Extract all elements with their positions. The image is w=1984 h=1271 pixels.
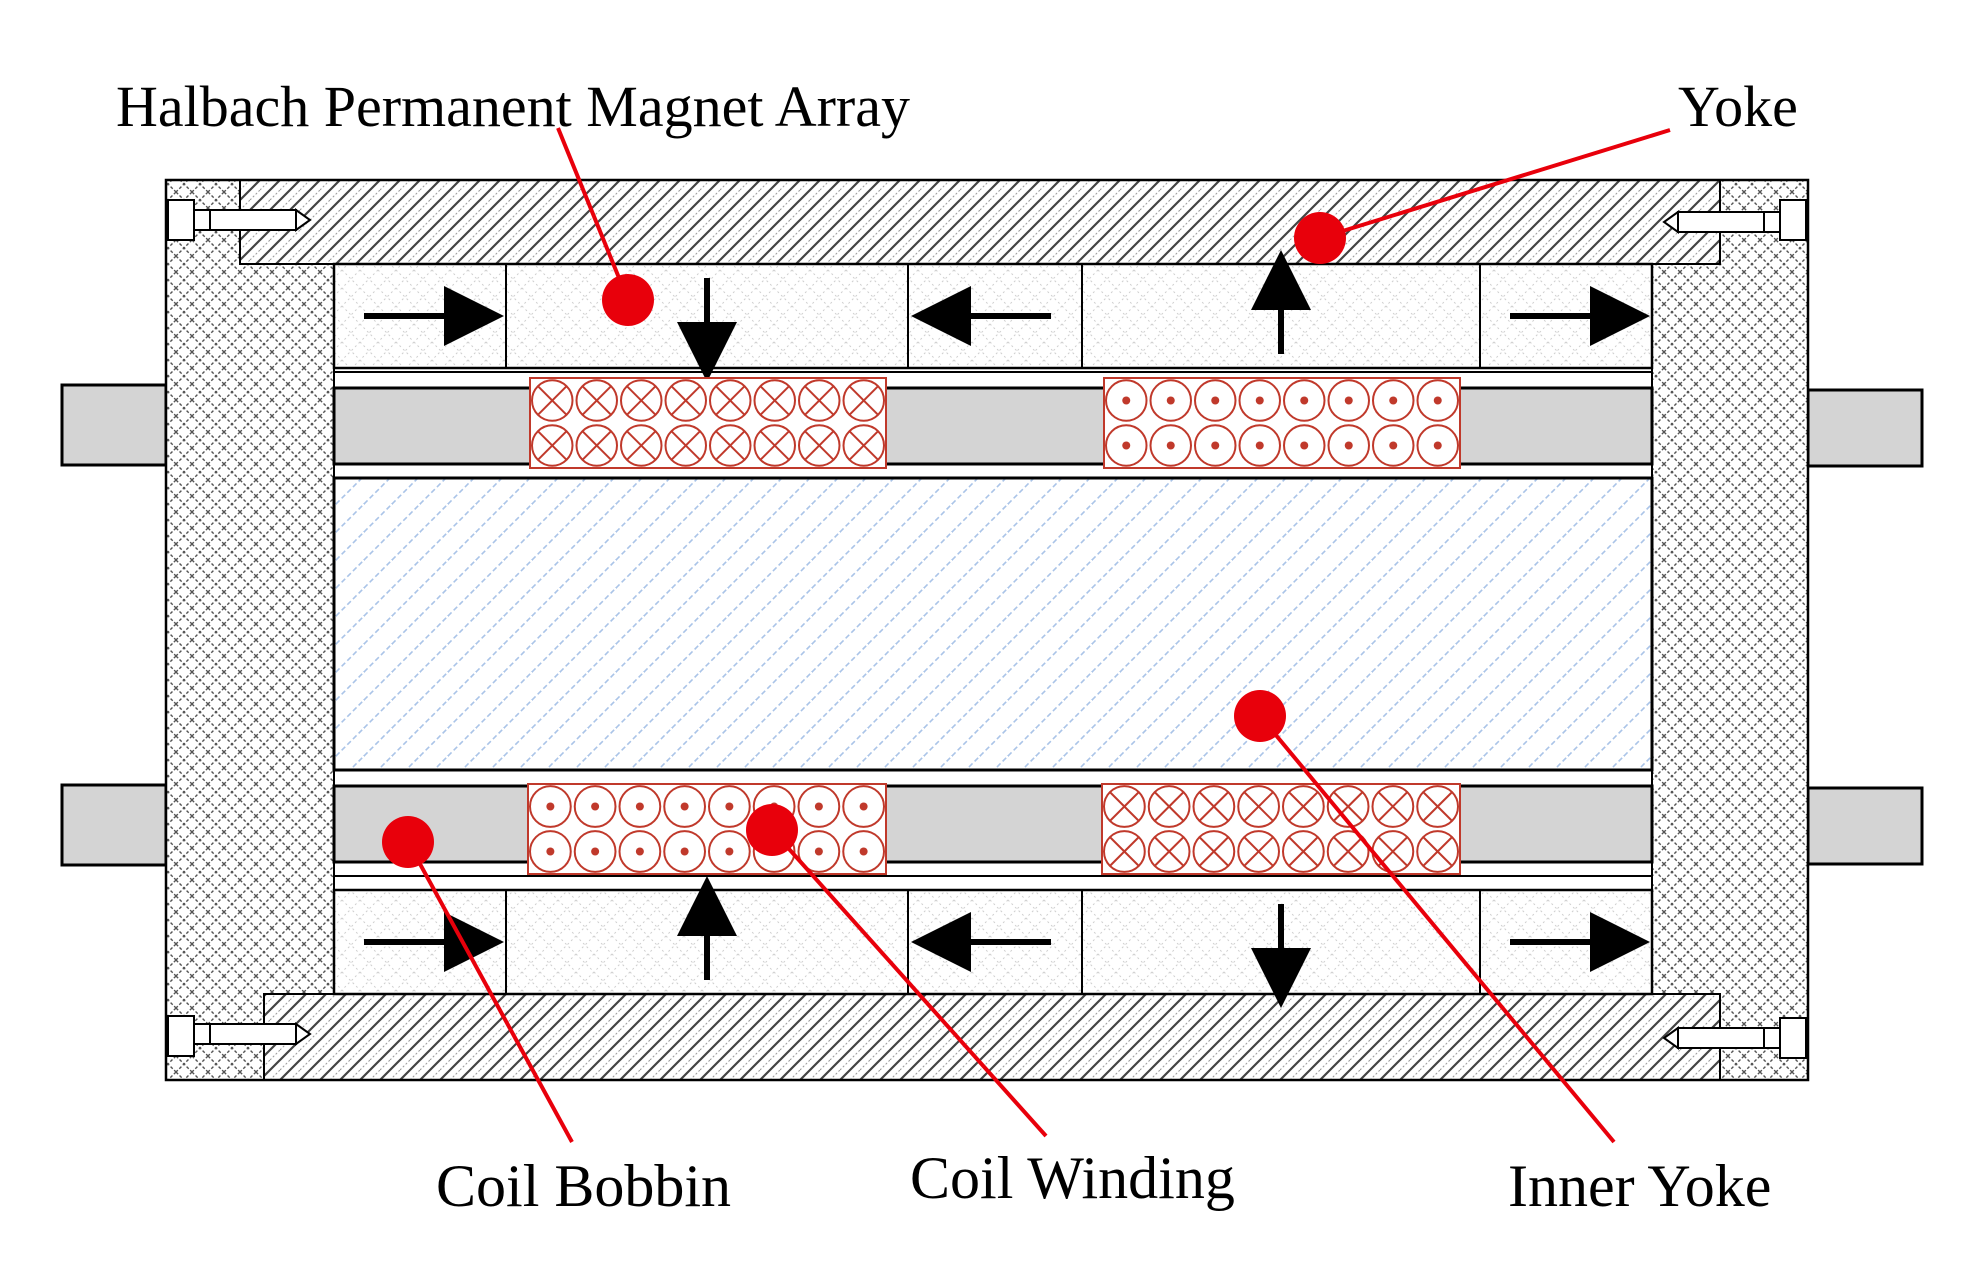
- shafts: [60, 383, 1924, 867]
- bolts: [167, 199, 1807, 1059]
- air-gap-lines: [334, 371, 1652, 877]
- callout-coil-winding: [746, 804, 1048, 1138]
- bottom-magnet-5-right: [1479, 889, 1653, 995]
- end-caps: [165, 179, 1809, 1081]
- bolt-top-right: [1662, 199, 1807, 241]
- outer-yoke: [164, 178, 1810, 1082]
- end-cap-left: [165, 179, 335, 1081]
- label-coil-bobbin: Coil Bobbin: [436, 1153, 731, 1219]
- shaft-right-top: [1806, 388, 1924, 468]
- bottom-magnet-2-up: [505, 876, 909, 995]
- coil-winding-bottom-right: [1101, 783, 1461, 875]
- housing-outline: [164, 178, 1810, 1082]
- callout-halbach: [556, 127, 654, 326]
- top-magnet-3-left: [907, 263, 1083, 369]
- halbach-array-top: [332, 250, 1654, 382]
- top-magnet-5-right: [1479, 263, 1653, 369]
- bottom-magnet-4-down: [1081, 889, 1481, 1008]
- coil-winding-top-left: [529, 377, 887, 469]
- coil-winding-top-right: [1103, 377, 1461, 469]
- top-magnet-2-down: [505, 263, 909, 382]
- callout-inner-yoke: [1234, 690, 1616, 1144]
- bolt-bottom-right: [1662, 1017, 1807, 1059]
- bottom-magnet-3-left: [907, 889, 1083, 995]
- yoke-top: [239, 179, 1721, 265]
- shaft-left-bottom: [60, 783, 168, 867]
- callouts: [382, 127, 1671, 1144]
- label-inner-yoke: Inner Yoke: [1508, 1153, 1771, 1219]
- bottom-magnet-1-right: [333, 889, 507, 995]
- label-yoke: Yoke: [1678, 74, 1798, 139]
- halbach-array-bottom: [332, 876, 1654, 1008]
- end-cap-right: [1651, 179, 1809, 1081]
- bolt-bottom-left: [167, 1015, 312, 1057]
- top-magnet-4-up: [1081, 250, 1481, 369]
- label-halbach: Halbach Permanent Magnet Array: [116, 74, 910, 139]
- shaft-right-bottom: [1806, 786, 1924, 866]
- labels: Halbach Permanent Magnet Array Yoke Coil…: [116, 74, 1798, 1219]
- coil-windings: [527, 377, 1461, 875]
- shaft-left-top: [60, 383, 168, 467]
- top-magnet-1-right: [333, 263, 507, 369]
- callout-yoke: [1294, 128, 1671, 264]
- label-coil-winding: Coil Winding: [910, 1145, 1235, 1211]
- inner-yoke: [332, 476, 1654, 772]
- callout-coil-bobbin: [382, 816, 574, 1143]
- bolt-top-left: [167, 199, 312, 241]
- coil-winding-bottom-left: [527, 783, 887, 875]
